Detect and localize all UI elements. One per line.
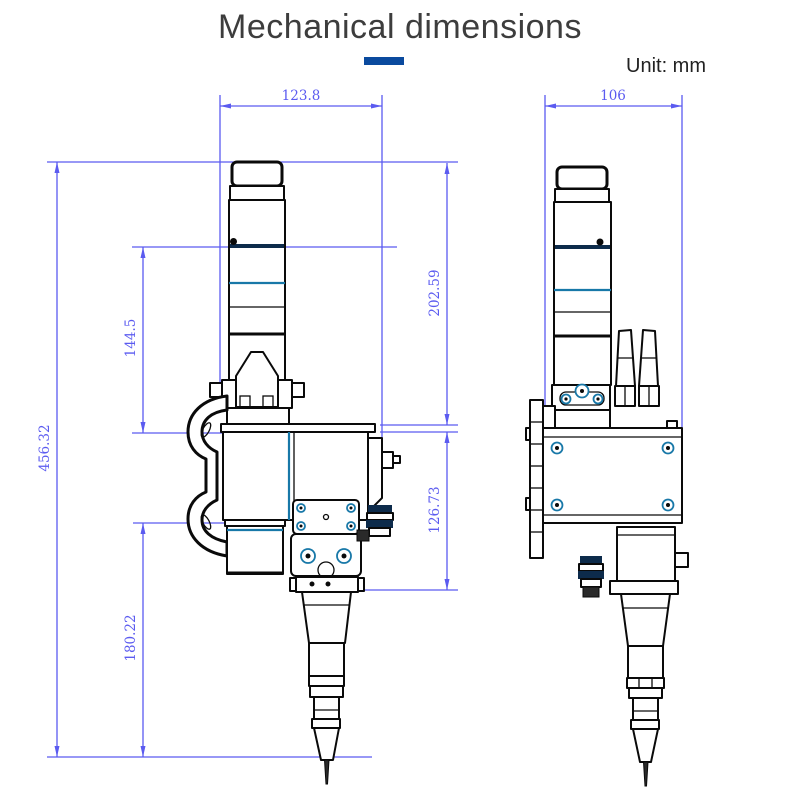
dimension-body-height: 126.73 xyxy=(427,432,450,590)
side-view-drawing xyxy=(525,165,689,787)
side-feed-tubes xyxy=(614,329,660,407)
front-view-drawing xyxy=(186,160,401,785)
dim-label-body-height: 126.73 xyxy=(427,486,443,533)
dim-label-upper-height: 202.59 xyxy=(427,269,443,316)
side-main-body xyxy=(542,420,683,524)
dim-label-total-height: 456.32 xyxy=(37,424,53,471)
side-nozzle xyxy=(609,580,679,787)
unit-label: Unit: mm xyxy=(626,55,706,77)
dimension-front-width: 123.8 xyxy=(220,88,382,109)
dimension-upper-height: 202.59 xyxy=(427,163,450,425)
front-side-connector xyxy=(381,451,394,469)
dimension-collimator-height: 144.5 xyxy=(123,247,146,433)
dim-label-nozzle-height: 180.22 xyxy=(123,614,139,661)
front-nozzle-tip xyxy=(323,759,330,785)
side-nozzle-tip xyxy=(642,761,649,787)
dimension-nozzle-height: 180.22 xyxy=(123,523,146,757)
dim-label-side-width: 106 xyxy=(600,88,626,104)
front-screw-plates xyxy=(290,499,362,579)
front-lower-box xyxy=(224,519,286,575)
dim-label-front-width: 123.8 xyxy=(282,88,321,104)
front-nozzle xyxy=(289,576,365,785)
front-elbow-fitting xyxy=(356,505,394,542)
side-collimator-tube xyxy=(553,165,612,386)
page-title: Mechanical dimensions xyxy=(218,8,582,46)
front-handle-bracket xyxy=(186,394,229,558)
dimension-side-width: 106 xyxy=(545,88,682,109)
dim-label-collimator-height: 144.5 xyxy=(123,319,139,358)
extension-lines xyxy=(47,95,683,758)
title-underline-bar xyxy=(364,57,404,65)
side-wire-feeder xyxy=(551,383,611,429)
side-elbow-fitting xyxy=(578,556,604,598)
side-lower-box xyxy=(616,526,689,582)
front-collimator-tube xyxy=(209,160,305,427)
dimension-total-height: 456.32 xyxy=(37,162,60,757)
